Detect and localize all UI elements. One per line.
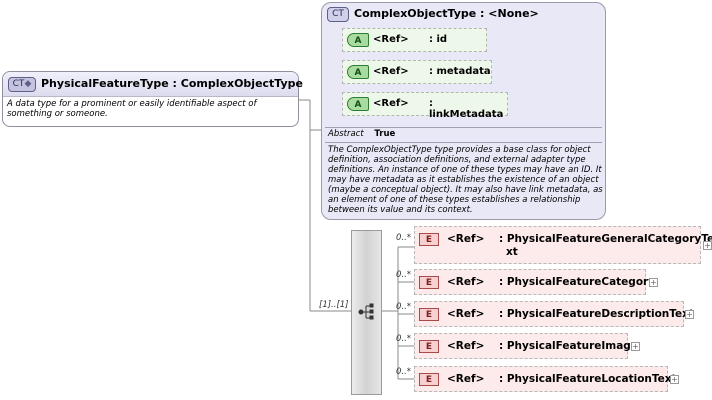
- attribute-id[interactable]: A <Ref> : id: [342, 28, 487, 52]
- expand-button[interactable]: +: [631, 342, 640, 351]
- attribute-icon: A: [347, 33, 369, 47]
- main-type-documentation: A data type for a prominent or easily id…: [7, 99, 257, 119]
- element-icon: E: [419, 373, 439, 386]
- element-physicalfeaturegeneralcategorytext[interactable]: E <Ref> : PhysicalFeatureGeneralCategory…: [414, 226, 712, 264]
- abstract-row: Abstract True: [328, 129, 395, 139]
- abstract-value: True: [374, 129, 396, 139]
- attribute-icon: A: [347, 97, 369, 111]
- abstract-label: Abstract: [328, 129, 364, 139]
- attribute-ref: <Ref>: [373, 34, 409, 45]
- attribute-name: : id: [429, 34, 448, 45]
- base-type-divider: [325, 142, 602, 143]
- element-cardinality: 0..*: [396, 233, 412, 243]
- expand-button[interactable]: +: [703, 241, 712, 250]
- complex-type-icon: CT◆: [8, 77, 36, 92]
- element-name: : PhysicalFeatureDescriptionText: [499, 308, 694, 320]
- sequence-compositor[interactable]: [351, 230, 382, 395]
- base-type-documentation: The ComplexObjectType type provides a ba…: [328, 145, 603, 215]
- element-ref: <Ref>: [447, 308, 485, 320]
- element-physicalfeaturelocationtext[interactable]: E <Ref> : PhysicalFeatureLocationText: [414, 366, 677, 392]
- element-ref: <Ref>: [447, 373, 485, 385]
- attribute-metadata[interactable]: A <Ref> : metadata: [342, 60, 492, 84]
- attribute-ref: <Ref>: [373, 98, 409, 109]
- element-name: : PhysicalFeatureLocationText: [499, 373, 677, 385]
- element-icon: E: [419, 233, 439, 246]
- attribute-name: : linkMetadata: [429, 98, 504, 120]
- element-icon: E: [419, 308, 439, 321]
- element-cardinality: 0..*: [396, 334, 412, 344]
- complex-type-badge-text: CT: [12, 79, 25, 89]
- element-name-wrap: xt: [506, 246, 518, 258]
- sequence-cardinality: [1]..[1]: [319, 300, 349, 310]
- attribute-linkmetadata[interactable]: A <Ref> : linkMetadata: [342, 92, 508, 120]
- main-type-box[interactable]: CT◆ PhysicalFeatureType : ComplexObjectT…: [2, 71, 303, 127]
- attribute-ref: <Ref>: [373, 66, 409, 77]
- element-cardinality: 0..*: [396, 367, 412, 377]
- sequence-icon: [358, 303, 374, 320]
- expand-button[interactable]: +: [670, 375, 679, 384]
- element-icon: E: [419, 276, 439, 289]
- element-ref: <Ref>: [447, 233, 485, 245]
- element-cardinality: 0..*: [396, 270, 412, 280]
- element-physicalfeaturecategory[interactable]: E <Ref> : PhysicalFeatureCategory: [414, 269, 655, 295]
- base-type-box[interactable]: CT ComplexObjectType : <None> A <Ref> : …: [321, 2, 606, 220]
- element-cardinality: 0..*: [396, 302, 412, 312]
- expand-button[interactable]: +: [685, 310, 694, 319]
- base-type-divider: [325, 127, 602, 128]
- attribute-name: : metadata: [429, 66, 491, 77]
- element-ref: <Ref>: [447, 340, 485, 352]
- element-name: : PhysicalFeatureCategory: [499, 276, 656, 288]
- attribute-icon: A: [347, 65, 369, 79]
- complex-type-icon: CT: [327, 7, 349, 22]
- base-type-title: ComplexObjectType : <None>: [354, 7, 539, 20]
- element-ref: <Ref>: [447, 276, 485, 288]
- main-type-title: PhysicalFeatureType : ComplexObjectType: [41, 77, 304, 90]
- main-type-header: CT◆ PhysicalFeatureType : ComplexObjectT…: [3, 72, 303, 97]
- element-icon: E: [419, 340, 439, 353]
- element-physicalfeaturedescriptiontext[interactable]: E <Ref> : PhysicalFeatureDescriptionText: [414, 301, 694, 327]
- element-name: : PhysicalFeatureImage: [499, 340, 638, 352]
- element-name: : PhysicalFeatureGeneralCategoryTe: [499, 233, 712, 245]
- element-physicalfeatureimage[interactable]: E <Ref> : PhysicalFeatureImage: [414, 333, 638, 359]
- expand-button[interactable]: +: [649, 278, 658, 287]
